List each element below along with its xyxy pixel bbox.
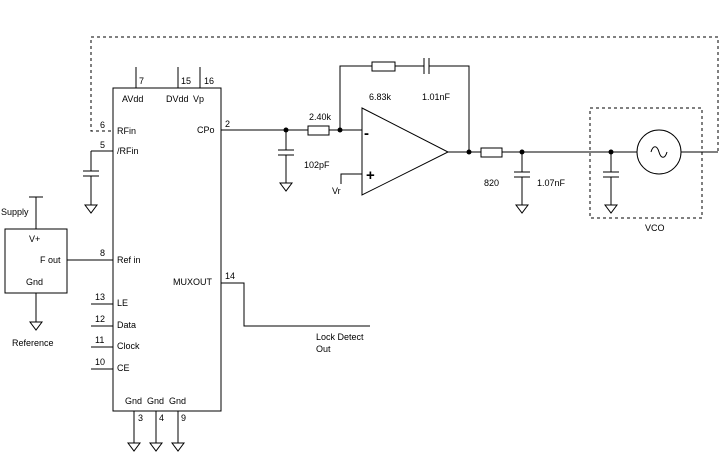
pin-avdd-number: 7 (139, 76, 144, 86)
pin-le-label: LE (117, 298, 128, 308)
c101-value-label: 1.01nF (422, 92, 451, 102)
pin-avdd-label: AVdd (122, 94, 143, 104)
pin-cpo-number: 2 (225, 119, 230, 129)
pin-gnd-b-number: 4 (159, 413, 164, 423)
r240-resistor (307, 125, 330, 136)
r683-resistor (371, 61, 396, 72)
lock-detect-label-line2: Out (316, 344, 331, 354)
pll-chip-body (112, 87, 222, 412)
pin-vp-number: 16 (204, 76, 214, 86)
pin-muxout-label: MUXOUT (173, 277, 212, 287)
lock-detect-label-line1: Lock Detect (316, 332, 364, 342)
pin-muxout-number: 14 (225, 271, 235, 281)
vr-reference-wire (340, 173, 362, 184)
reference-oscillator-box (4, 228, 68, 294)
reference-gnd-label: Gnd (26, 277, 43, 287)
pin-dvdd-number: 15 (181, 76, 191, 86)
pin-dvdd-label: DVdd (166, 94, 189, 104)
pin-gnd-a-label: Gnd (125, 396, 142, 406)
pin-gnd-a-number: 3 (138, 413, 143, 423)
nrfin-ground-icon (84, 204, 98, 214)
r820-value-label: 820 (484, 178, 499, 188)
op-amp-output-junction (466, 149, 472, 155)
feedback-right-wire (429, 65, 470, 152)
r683-value-label: 6.83k (369, 92, 392, 102)
pin-nrfin-number: 5 (100, 140, 105, 150)
r820-resistor (480, 147, 503, 158)
pin-clock-number: 11 (95, 335, 104, 345)
vco-module-dashed-box (589, 107, 703, 219)
pin-data-number: 12 (95, 314, 105, 324)
c102-ground-icon (279, 182, 293, 192)
pin-refin-label: Ref in (117, 255, 141, 265)
pin-nrfin-label: /RFin (117, 146, 139, 156)
sine-wave-icon (650, 146, 668, 158)
c107-ground-icon (515, 204, 529, 214)
vr-label: Vr (332, 186, 341, 196)
pin-clock-label: Clock (117, 341, 140, 351)
vco-cap-ground-icon (604, 204, 618, 214)
op-amp-triangle (361, 107, 450, 196)
feedback-left-wire (339, 65, 372, 130)
op-amp-plus-sign: + (366, 167, 375, 184)
c102-value-label: 102pF (304, 160, 330, 170)
pin-gnd-c-number: 9 (181, 413, 186, 423)
pin-ce-label: CE (117, 363, 130, 373)
reference-name-label: Reference (12, 338, 54, 348)
rf-feedback-dashed-line (90, 36, 719, 151)
pin-gnd-b-label: Gnd (147, 396, 164, 406)
vco-label: VCO (645, 223, 665, 233)
r240-value-label: 2.40k (309, 112, 332, 122)
pin-rfin-number: 6 (100, 120, 105, 130)
pin-ce-number: 10 (95, 357, 105, 367)
reference-vplus-label: V+ (29, 234, 40, 244)
pin-data-label: Data (117, 320, 136, 330)
muxout-lock-detect-line (221, 282, 370, 327)
gnd-b-ground-icon (149, 442, 163, 452)
pin-gnd-c-label: Gnd (169, 396, 186, 406)
pin-vp-label: Vp (193, 94, 204, 104)
gnd-c-ground-icon (171, 442, 185, 452)
pin-cpo-label: CPo (197, 125, 215, 135)
op-amp-minus-sign: - (364, 125, 369, 142)
reference-ground-icon (29, 321, 43, 331)
reference-fout-label: F out (40, 255, 61, 265)
supply-label: Supply (1, 207, 29, 217)
pin-refin-number: 8 (100, 248, 105, 258)
pin-le-number: 13 (95, 292, 105, 302)
c107-value-label: 1.07nF (537, 178, 566, 188)
pin-rfin-label: RFin (117, 126, 136, 136)
gnd-a-ground-icon (127, 442, 141, 452)
